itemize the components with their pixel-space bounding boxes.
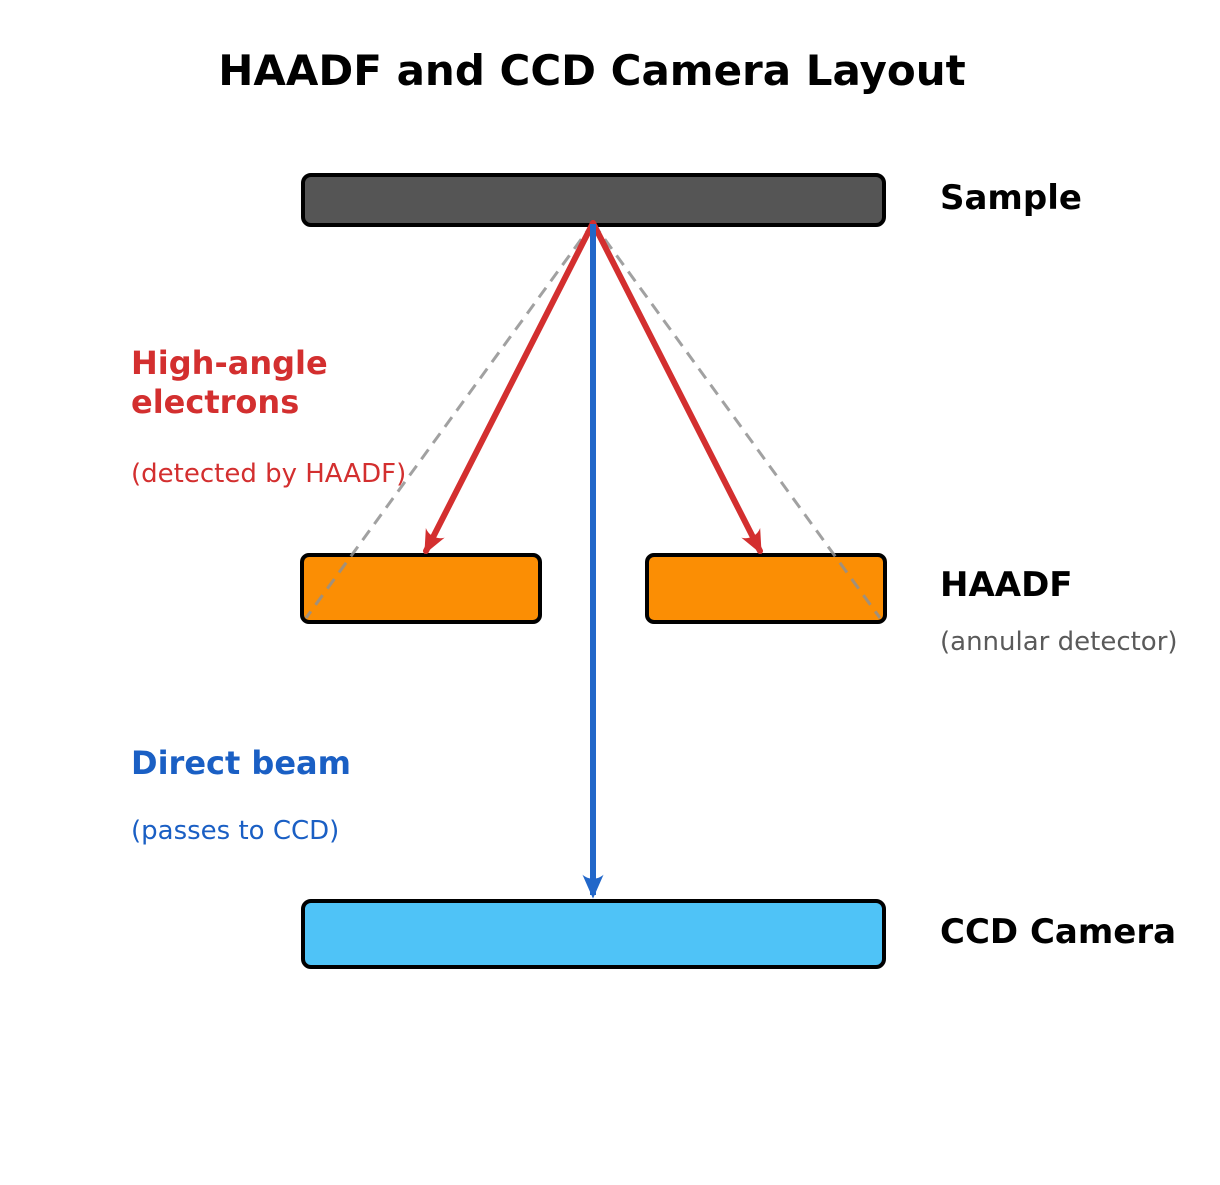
high-angle-arrow-right xyxy=(590,220,763,555)
sample-label: Sample xyxy=(940,178,1082,218)
direct-beam-label: Direct beam xyxy=(131,744,351,782)
ccd-label: CCD Camera xyxy=(940,912,1177,952)
high-angle-electrons-sublabel: (detected by HAADF) xyxy=(131,459,407,489)
sample-bar xyxy=(301,173,886,227)
haadf-label: HAADF xyxy=(940,565,1073,605)
haadf-sublabel: (annular detector) xyxy=(940,627,1178,657)
haadf-detector-right xyxy=(645,553,887,624)
direct-beam-sublabel: (passes to CCD) xyxy=(131,816,340,846)
ccd-camera-bar xyxy=(301,899,886,969)
diagram-title: HAADF and CCD Camera Layout xyxy=(218,46,966,95)
haadf-detector-left xyxy=(300,553,542,624)
high-angle-electrons-label: High-angle electrons xyxy=(131,344,328,422)
high-angle-arrow-left xyxy=(423,220,596,555)
